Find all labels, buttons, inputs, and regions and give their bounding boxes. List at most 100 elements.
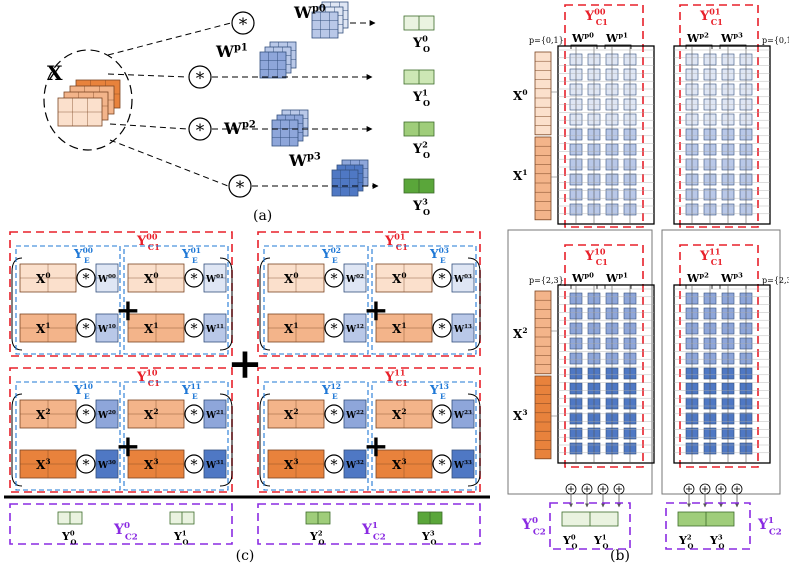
w-tile-label: W22 [345, 410, 364, 421]
x-tile-label: X3 [392, 457, 407, 472]
x-tile-label: X2 [144, 407, 159, 422]
c2-dashed-box [257, 503, 481, 545]
adder-7 [731, 483, 743, 508]
c2-out-cells [677, 511, 735, 527]
input-to-conv-line [107, 22, 232, 56]
c1-dashed-box [257, 231, 481, 357]
crossbar-weight-label: Wp3 [720, 31, 743, 45]
x-tile-label: X1 [284, 321, 299, 336]
output-box-3 [403, 178, 435, 194]
caption-c: (c) [236, 548, 255, 564]
bracket-right [467, 257, 481, 351]
conv-op-1: * [188, 65, 212, 89]
input-tensor-stack [57, 79, 121, 127]
c2-dashed-box [665, 502, 751, 550]
plus-sign: + [363, 429, 388, 464]
bracket-left [11, 393, 23, 487]
input-vector-2: X2 [513, 290, 558, 375]
weight-cube-1 [259, 41, 297, 79]
conv-circle [324, 404, 344, 424]
conv-circle [432, 404, 452, 424]
w-tile-label: W01 [205, 274, 224, 285]
weight-label-1: Wp1 [215, 42, 248, 61]
input-to-conv-line [109, 123, 189, 130]
conv-circle [76, 404, 96, 424]
w-tile-label: W31 [205, 460, 224, 471]
weight-cube-3 [331, 159, 369, 197]
adder-1 [581, 483, 593, 508]
bracket-right [219, 393, 233, 487]
core-dashed-box [679, 4, 759, 228]
w-tile-label: W32 [345, 460, 364, 471]
adder-4 [683, 483, 695, 508]
cube-layer [259, 51, 287, 79]
pset-label: p={0,1} [762, 36, 789, 45]
brace [604, 44, 632, 49]
w-tile-label: W10 [97, 324, 116, 335]
plus-sign: + [115, 429, 140, 464]
output-box-0 [403, 15, 435, 31]
bracket-right [467, 393, 481, 487]
weight-label-0: Wp0 [293, 3, 326, 22]
conv-circle [324, 454, 344, 474]
w-tile-label: W02 [345, 274, 364, 285]
input-vector-bar [534, 290, 552, 375]
w-tile-label: W13 [453, 324, 472, 335]
conv-symbol: * [83, 458, 90, 474]
core-dashed-box [679, 244, 759, 468]
x-tile-label: X2 [36, 407, 51, 422]
brace [685, 44, 713, 49]
w-tile-label: W11 [205, 324, 224, 335]
weight-cube-0 [311, 1, 349, 39]
w-tile-label: W23 [453, 410, 472, 421]
conv-circle [76, 318, 96, 338]
weight-label-3: Wp3 [288, 151, 321, 170]
pset-label: p={2,3} [762, 276, 789, 285]
conv-op: * [324, 318, 344, 338]
input-vector-label: X1 [513, 168, 528, 183]
conv-symbol: * [191, 458, 198, 474]
x-tile-label: X3 [36, 457, 51, 472]
crossbar-weight-label: Wp0 [571, 31, 594, 45]
bracket-left [11, 257, 23, 351]
conv-op: * [432, 404, 452, 424]
conv-symbol: * [191, 408, 198, 424]
conv-op: * [432, 268, 452, 288]
input-vector-bar [534, 136, 552, 221]
w-tile-label: W20 [97, 410, 116, 421]
adder-6 [715, 483, 727, 508]
e-dashed-box [15, 381, 121, 491]
input-vector-label: X3 [513, 408, 528, 423]
conv-circle [184, 404, 204, 424]
conv-circle [184, 318, 204, 338]
conv-circle [184, 268, 204, 288]
input-vector-label: X2 [513, 326, 528, 341]
c2-dashed-box [9, 503, 233, 545]
conv-symbol: * [439, 322, 446, 338]
adder-3 [613, 483, 625, 508]
conv-symbol: * [331, 322, 338, 338]
x-tile-label: X1 [144, 321, 159, 336]
weight-cube-2 [271, 109, 309, 147]
input-vector-label: X0 [513, 88, 528, 103]
cube-layer [311, 11, 339, 39]
crossbar-frame [673, 45, 771, 225]
conv-symbol: * [439, 408, 446, 424]
c1-dashed-box [9, 367, 233, 493]
cube-layer [271, 119, 299, 147]
